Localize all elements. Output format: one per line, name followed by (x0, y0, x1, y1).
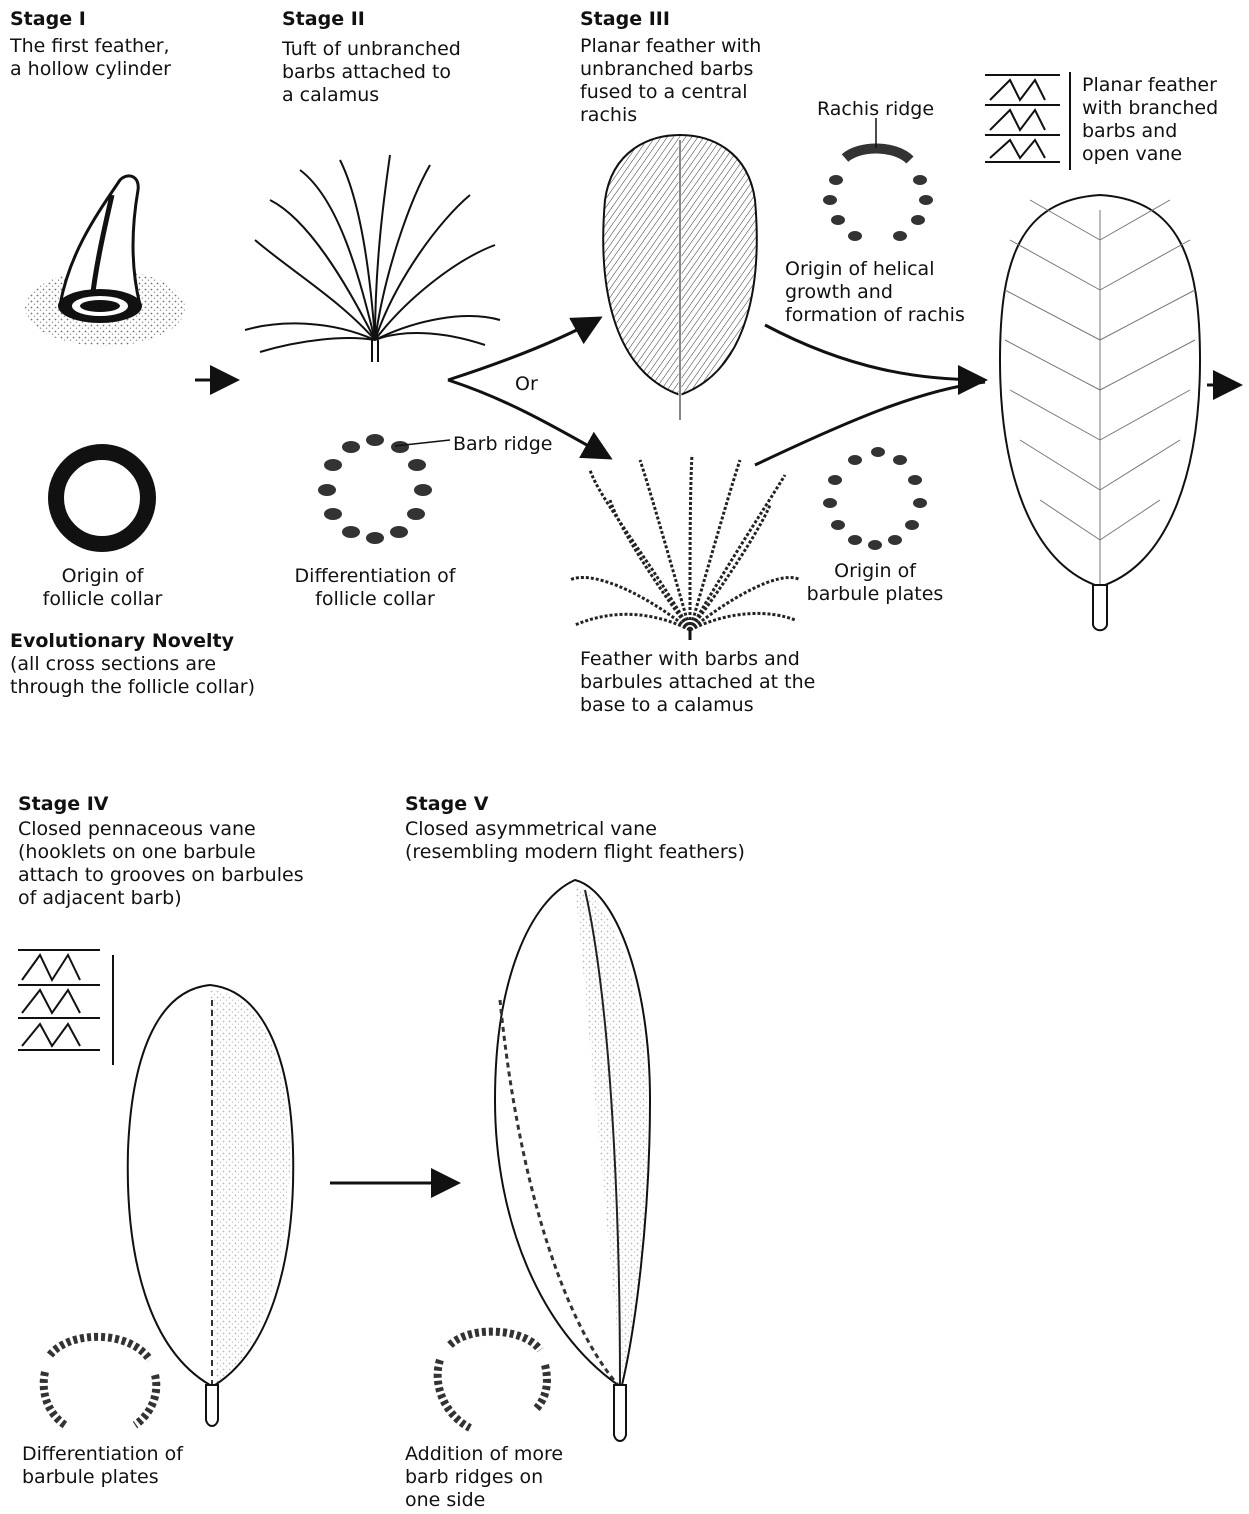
stage3-planar-feather (603, 135, 756, 420)
stage4-description: Closed pennaceous vane(hooklets on one b… (18, 818, 304, 910)
novelty-title: Evolutionary Novelty (10, 630, 234, 653)
or-label: Or (515, 373, 538, 396)
stage5-title: Stage V (405, 793, 488, 816)
barb-ridge-label: Barb ridge (453, 433, 553, 456)
stage3-barbule-feather (570, 455, 800, 630)
rachis-ridge-label: Rachis ridge (817, 98, 934, 121)
stage2-tuft-illustration (245, 155, 500, 362)
stage3-title: Stage III (580, 8, 670, 31)
follicle-collar-ring (56, 452, 148, 544)
barbule-plates-collar (823, 447, 927, 550)
stage2-barb-ridge-collar (318, 434, 432, 544)
stage1-title: Stage I (10, 8, 86, 31)
closed-vane-detail (18, 950, 113, 1065)
stage4-barbule-collar (44, 1337, 157, 1425)
stage5-description: Closed asymmetrical vane(resembling mode… (405, 818, 745, 864)
rachis-ridge-collar (823, 148, 933, 241)
open-vane-detail (985, 72, 1070, 170)
stage3-open-vane-feather (1000, 195, 1200, 630)
stage2-title: Stage II (282, 8, 365, 31)
stage5-asymmetric-feather (495, 880, 650, 1441)
stage4-closed-vane-feather (128, 985, 293, 1426)
stage1-cylinder-illustration (25, 176, 185, 346)
stage5-barb-ridge-collar (438, 1332, 547, 1428)
stage1-description: The first feather,a hollow cylinder (10, 35, 171, 81)
stage4-title: Stage IV (18, 793, 108, 816)
